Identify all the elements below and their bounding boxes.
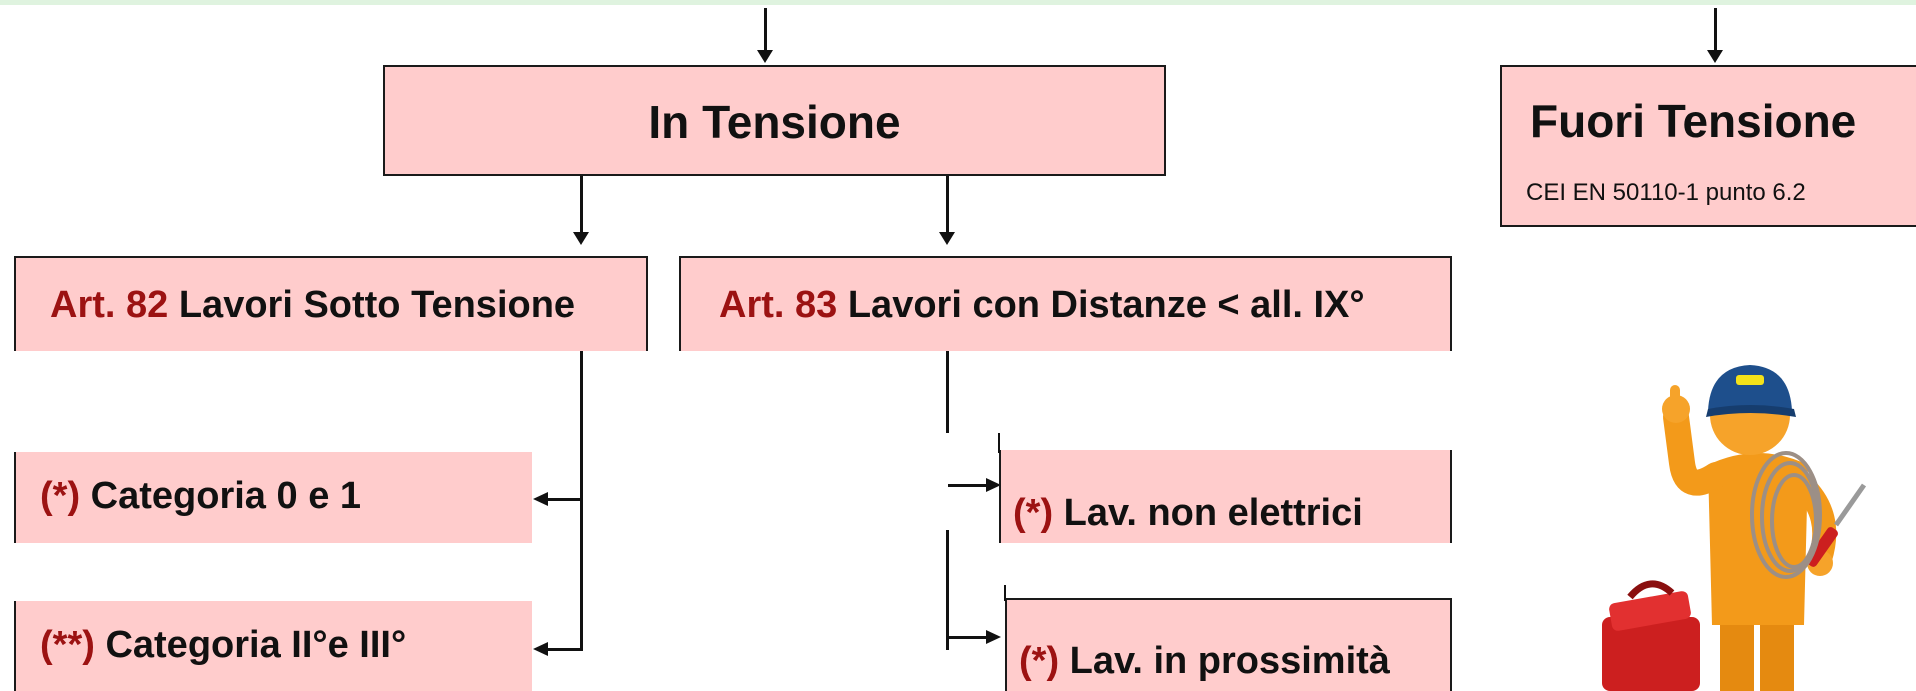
fuori-tensione-ref: CEI EN 50110-1 punto 6.2 xyxy=(1526,179,1806,206)
connector-art82 xyxy=(580,176,583,232)
lav-in-prossimita-label: Lav. in prossimità xyxy=(1069,640,1390,682)
lav-non-elettrici-mark: (*) xyxy=(1013,492,1054,534)
categoria-2-3-label: Categoria II°e III° xyxy=(105,624,407,666)
connector-cat01 xyxy=(548,498,581,501)
connector-top-left xyxy=(764,8,767,52)
fuori-tensione-label: Fuori Tensione xyxy=(1530,95,1857,147)
art83-box: Art. 83 Lavori con Distanze < all. IX° xyxy=(679,256,1452,351)
arrow-down-icon xyxy=(573,232,589,245)
toolbox-icon xyxy=(1602,580,1700,691)
lav-non-elettrici-box: (*) Lav. non elettrici xyxy=(999,450,1452,543)
categoria-0-1-mark: (*) xyxy=(40,475,81,517)
categoria-0-1-box: (*) Categoria 0 e 1 xyxy=(14,452,532,543)
connector-art83-branch-upper xyxy=(946,351,949,433)
art82-text: Art. 82 Lavori Sotto Tensione xyxy=(50,284,575,327)
arrow-right-icon xyxy=(986,630,1001,644)
lav-in-prossimita-text: (*) Lav. in prossimità xyxy=(1019,640,1390,683)
art83-text: Art. 83 Lavori con Distanze < all. IX° xyxy=(719,284,1365,327)
art83-number: Art. 83 xyxy=(719,284,838,326)
connector-art83-branch-lower xyxy=(946,530,949,650)
nonel-left-tick xyxy=(998,433,1000,453)
lav-in-prossimita-box: (*) Lav. in prossimità xyxy=(1005,598,1452,691)
connector-pross xyxy=(948,636,988,639)
categoria-0-1-label: Categoria 0 e 1 xyxy=(90,475,362,517)
arrow-down-icon xyxy=(939,232,955,245)
connector-art82-branch xyxy=(580,351,583,651)
connector-nonel xyxy=(948,484,988,487)
arrow-left-icon xyxy=(533,642,548,656)
art82-number: Art. 82 xyxy=(50,284,169,326)
pross-left-tick xyxy=(1004,585,1006,601)
arrow-down-icon xyxy=(757,50,773,63)
categoria-0-1-text: (*) Categoria 0 e 1 xyxy=(40,475,361,518)
worker-with-toolbox-icon xyxy=(1602,365,1867,691)
fuori-tensione-box: Fuori Tensione CEI EN 50110-1 punto 6.2 xyxy=(1500,65,1916,227)
art82-label: Lavori Sotto Tensione xyxy=(178,284,576,326)
connector-cat23 xyxy=(548,648,581,651)
cable-coil-icon xyxy=(1750,451,1822,579)
categoria-2-3-text: (**) Categoria II°e III° xyxy=(40,624,406,667)
arrow-down-icon xyxy=(1707,50,1723,63)
connector-art83 xyxy=(946,176,949,232)
art83-label: Lavori con Distanze < all. IX° xyxy=(847,284,1365,326)
in-tensione-label: In Tensione xyxy=(648,96,901,148)
lav-non-elettrici-text: (*) Lav. non elettrici xyxy=(1013,492,1363,535)
arrow-right-icon xyxy=(986,478,1001,492)
lav-non-elettrici-label: Lav. non elettrici xyxy=(1063,492,1363,534)
categoria-2-3-box: (**) Categoria II°e III° xyxy=(14,601,532,691)
in-tensione-box: In Tensione xyxy=(383,65,1166,176)
arrow-left-icon xyxy=(533,492,548,506)
categoria-2-3-mark: (**) xyxy=(40,624,95,666)
lav-in-prossimita-mark: (*) xyxy=(1019,640,1060,682)
top-strip xyxy=(0,0,1916,5)
connector-top-right xyxy=(1714,8,1717,52)
art82-box: Art. 82 Lavori Sotto Tensione xyxy=(14,256,648,351)
